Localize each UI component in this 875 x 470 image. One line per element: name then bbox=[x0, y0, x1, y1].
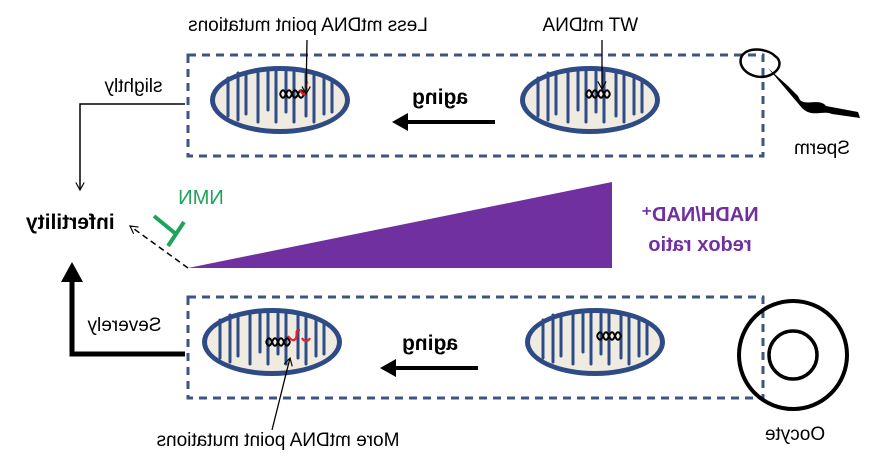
wt-mtdna-label: WT mtDNA bbox=[542, 15, 638, 36]
inhibition-tbar-icon bbox=[152, 214, 186, 248]
sperm-icon bbox=[739, 48, 860, 118]
nadh-nad-label: NADH/NAD⁺ bbox=[641, 204, 758, 226]
redox-ratio-wedge bbox=[188, 182, 612, 268]
aging-arrow-bottom-head bbox=[380, 359, 396, 377]
mitochondrion-icon-young-sperm bbox=[518, 64, 662, 136]
slightly-arrow bbox=[75, 103, 185, 192]
mitochondrion-icon-young-oocyte bbox=[523, 306, 667, 378]
less-mutations-label: Less mtDNA point mutations bbox=[188, 15, 428, 36]
sperm-panel-box bbox=[186, 53, 765, 158]
more-mutations-pointer bbox=[271, 356, 293, 431]
infertility-label: infertility bbox=[26, 211, 115, 234]
oocyte-panel-box bbox=[186, 295, 765, 400]
nmn-label: NMN bbox=[178, 187, 224, 209]
aging-label-bottom: aging bbox=[402, 332, 458, 355]
aging-label-top: aging bbox=[412, 86, 468, 109]
oocyte-label: Oocyte bbox=[765, 424, 825, 445]
slightly-label: slightly bbox=[104, 76, 163, 97]
severely-arrow bbox=[69, 274, 185, 357]
dashed-link-to-infertility bbox=[129, 225, 189, 269]
mitochondrion-icon-aged-sperm bbox=[208, 64, 352, 136]
less-mutations-pointer bbox=[301, 39, 311, 96]
aging-arrow-top-head bbox=[392, 113, 408, 131]
severely-arrow-head bbox=[61, 262, 83, 282]
mitochondrion-icon-aged-oocyte bbox=[200, 306, 344, 378]
redox-ratio-label: redox ratio bbox=[648, 234, 751, 256]
oocyte-icon bbox=[737, 299, 849, 411]
more-mutations-label: More mtDNA point mutations bbox=[157, 430, 400, 451]
severely-label: Severely bbox=[87, 315, 161, 336]
sperm-label: Sperm bbox=[794, 138, 850, 159]
